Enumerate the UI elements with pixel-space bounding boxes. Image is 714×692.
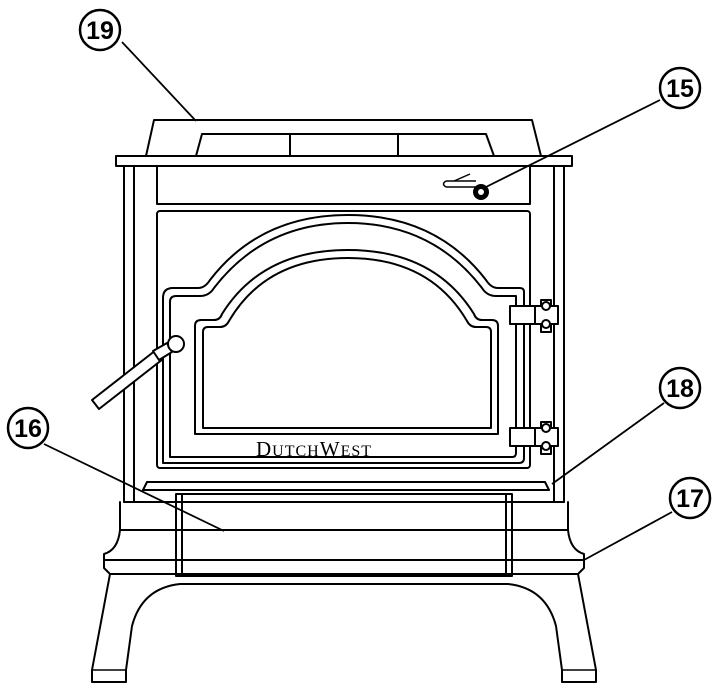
leader-19	[121, 41, 197, 122]
legs	[91, 559, 597, 683]
damper-control	[442, 173, 489, 200]
svg-text:16: 16	[14, 415, 42, 443]
griddle-top	[145, 119, 542, 157]
door-frame	[156, 210, 531, 469]
hinge-lower	[509, 421, 559, 455]
svg-text:18: 18	[666, 375, 694, 403]
base	[103, 493, 585, 577]
svg-text:17: 17	[676, 485, 704, 513]
callout-15: 15	[658, 66, 702, 110]
top-ledge	[115, 155, 573, 167]
callout-18: 18	[658, 366, 702, 410]
callout-17: 17	[668, 476, 712, 520]
leader-18	[551, 402, 665, 485]
door	[162, 214, 525, 464]
callout-16: 16	[6, 406, 50, 450]
ash-lip	[142, 481, 550, 491]
svg-text:19: 19	[86, 17, 114, 45]
svg-text:15: 15	[666, 75, 694, 103]
hinge-upper	[509, 299, 559, 333]
leader-15	[483, 99, 661, 189]
door-handle	[91, 335, 185, 410]
brand-name: DUTCHWEST	[256, 437, 372, 461]
leader-17	[583, 511, 673, 561]
stove-body	[123, 165, 565, 503]
leader-16	[43, 443, 225, 532]
callout-19: 19	[78, 8, 122, 52]
